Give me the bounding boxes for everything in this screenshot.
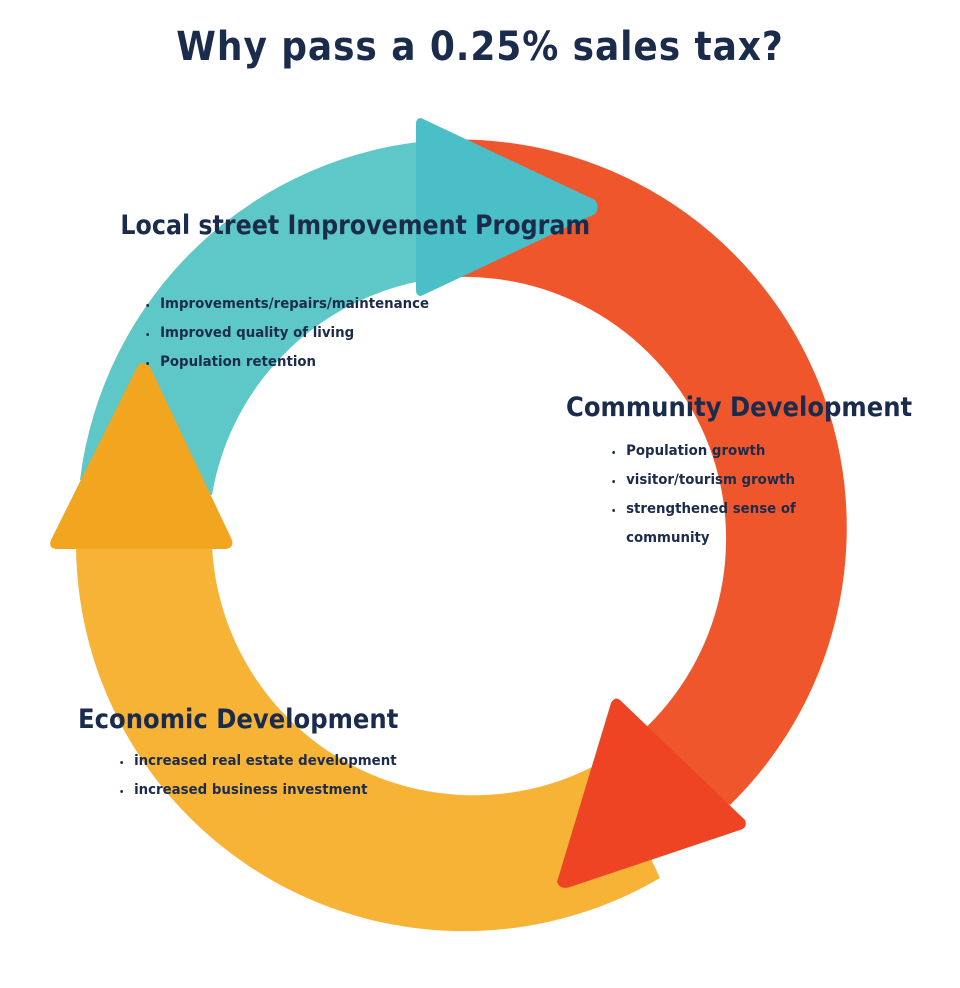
community-development-heading: Community Development xyxy=(566,392,913,423)
economic-development-bullets: increased real estate development increa… xyxy=(112,747,482,805)
street-program-bullets: Improvements/repairs/maintenance Improve… xyxy=(138,290,508,377)
community-development-bullets: Population growth visitor/tourism growth… xyxy=(604,437,854,553)
list-item: strengthened sense of community xyxy=(624,495,854,553)
list-item: Improved quality of living xyxy=(158,319,508,348)
economic-development-heading: Economic Development xyxy=(78,704,399,735)
economic-ring-segment xyxy=(76,546,660,932)
page-title: Why pass a 0.25% sales tax? xyxy=(176,24,784,70)
economic-arrowhead xyxy=(50,362,233,549)
list-item: Population growth xyxy=(624,437,854,466)
list-item: Population retention xyxy=(158,348,508,377)
street-program-heading: Local street Improvement Program xyxy=(120,210,591,241)
list-item: increased real estate development xyxy=(132,747,482,776)
street-arrowhead xyxy=(416,118,598,296)
community-ring-segment xyxy=(440,139,847,805)
list-item: increased business investment xyxy=(132,776,482,805)
list-item: visitor/tourism growth xyxy=(624,466,854,495)
street-ring-segment xyxy=(80,140,440,495)
community-arrowhead xyxy=(557,698,746,888)
list-item: Improvements/repairs/maintenance xyxy=(158,290,508,319)
